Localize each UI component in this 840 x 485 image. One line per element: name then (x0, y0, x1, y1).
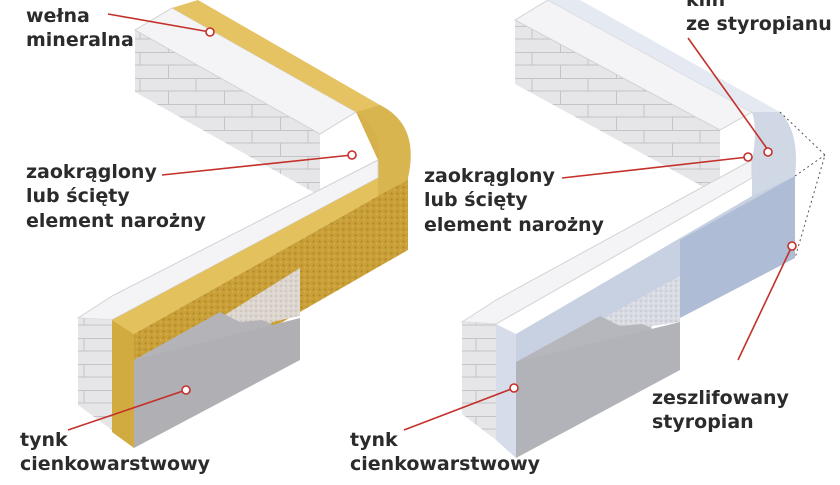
label-rounded-right-line3: element narożny (424, 213, 604, 236)
label-wedge-line1: klin (686, 0, 726, 11)
leader-dot-plaster-right (509, 383, 519, 393)
label-wedge: klin ze styropianu (686, 0, 832, 37)
leader-dot-rounded-right (743, 152, 753, 162)
left-front-brick-face (78, 318, 112, 430)
right-back-brick-face (515, 20, 720, 196)
left-wall-assembly (76, 0, 411, 448)
label-plaster-right-line2: cienkowarstwowy (350, 453, 541, 476)
left-front-brick-top (76, 159, 379, 321)
right-wedge-dotted-outline (779, 111, 826, 259)
left-back-wool-top (172, 0, 380, 112)
left-front-wool-edge (112, 320, 134, 448)
left-plaster-lower (134, 318, 300, 448)
leader-dot-wool (205, 27, 215, 37)
label-rounded-left-line2: lub ścięty (26, 185, 130, 208)
label-rounded-right: zaokrąglony lub ścięty element narożny (424, 164, 604, 237)
label-rounded-left-line1: zaokrąglony (26, 161, 157, 183)
label-plaster-left-line2: cienkowarstwowy (20, 453, 211, 476)
leader-lines (67, 13, 797, 431)
leader-dot-wedge (763, 147, 773, 157)
right-wedge-dotted-line (794, 154, 826, 177)
right-sanded-area (680, 176, 795, 318)
label-wool: wełna mineralna (26, 4, 134, 53)
leader-dot-sanded (787, 241, 797, 251)
label-rounded-left: zaokrąglony lub ścięty element narożny (26, 160, 206, 233)
label-sanded-line1: zeszlifowany (652, 387, 789, 409)
right-wall-assembly (460, 0, 826, 458)
label-plaster-right-line1: tynk (350, 429, 398, 451)
label-wedge-line2: ze styropianu (686, 13, 832, 36)
leader-dot-plaster-left (181, 385, 191, 395)
label-sanded: zeszlifowany styropian (652, 386, 789, 435)
label-plaster-right: tynk cienkowarstwowy (350, 428, 540, 477)
label-rounded-right-line1: zaokrąglony (424, 165, 555, 187)
label-wool-line2: mineralna (26, 29, 134, 52)
label-rounded-right-line2: lub ścięty (424, 189, 528, 212)
left-back-brick-face (135, 30, 320, 196)
right-back-foam-top (548, 0, 780, 112)
label-plaster-left: tynk cienkowarstwowy (20, 428, 210, 477)
label-wool-line1: wełna (26, 5, 90, 27)
label-plaster-left-line1: tynk (20, 429, 68, 451)
label-rounded-left-line3: element narożny (26, 209, 206, 232)
label-sanded-line2: styropian (652, 411, 754, 434)
right-plaster-lower (516, 322, 680, 458)
right-front-brick-face (462, 322, 496, 440)
leader-dot-rounded-left (347, 150, 357, 160)
right-front-brick-top (460, 159, 753, 325)
left-front-wool-top (112, 178, 378, 334)
